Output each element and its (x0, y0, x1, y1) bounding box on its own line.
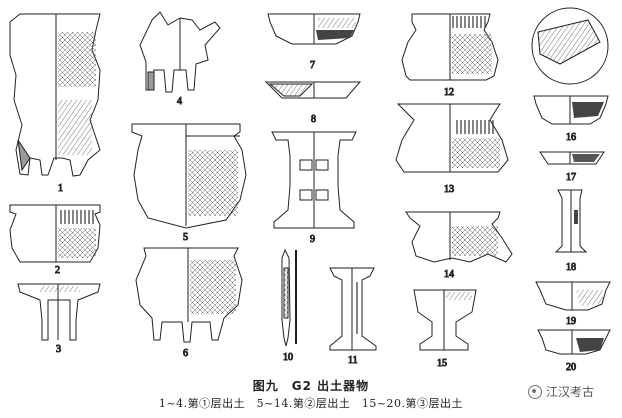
artifact-number-16: 16 (566, 132, 576, 143)
artifact-number-20: 20 (566, 362, 576, 373)
artifact-16-drawing (533, 95, 609, 125)
artifact-number-2: 2 (55, 265, 60, 276)
source-watermark: 江汉考古 (527, 383, 594, 400)
artifact-plate: 1 2 3 4 5 (9, 7, 611, 374)
artifact-20-drawing (537, 329, 611, 355)
artifact-14-drawing (405, 211, 513, 263)
artifact-15-drawing (413, 289, 477, 351)
artifact-3-drawing (17, 283, 101, 341)
artifact-number-6: 6 (183, 348, 188, 359)
artifact-number-19: 19 (566, 316, 576, 327)
artifact-number-13: 13 (444, 184, 454, 195)
artifact-1-drawing (9, 13, 101, 177)
figure-subtitle: 1~4.第①层出土 5~14.第②层出土 15~20.第③层出土 (158, 397, 464, 410)
artifact-number-18: 18 (566, 262, 576, 273)
artifact-7-drawing (267, 13, 361, 45)
artifact-number-3: 3 (56, 344, 61, 355)
artifact-8-drawing (264, 81, 362, 99)
artifact-number-10: 10 (283, 352, 293, 363)
artifact-12-drawing (401, 13, 499, 81)
wechat-icon (527, 384, 542, 399)
artifact-2-drawing (9, 204, 101, 263)
artifact-17-drawing (539, 151, 605, 165)
artifact-number-14: 14 (444, 269, 454, 280)
artifact-6-drawing (135, 247, 243, 343)
artifact-number-9: 9 (310, 234, 315, 245)
circled-sherd-detail (531, 7, 609, 85)
artifact-number-15: 15 (437, 358, 447, 369)
artifact-number-4: 4 (177, 96, 182, 107)
artifact-4-drawing (139, 11, 221, 93)
artifact-number-7: 7 (310, 60, 315, 71)
artifact-13-drawing (395, 103, 509, 173)
artifact-number-17: 17 (566, 172, 576, 183)
artifact-number-5: 5 (183, 232, 188, 243)
artifact-9-drawing (271, 131, 357, 229)
artifact-number-12: 12 (444, 87, 454, 98)
artifact-5-drawing (131, 123, 247, 229)
figure-title: 图九 G2 出土器物 (252, 379, 370, 393)
artifact-11-drawing (329, 267, 377, 351)
artifact-10-drawing (281, 248, 297, 347)
artifact-number-1: 1 (58, 183, 63, 194)
watermark-text: 江汉考古 (545, 385, 594, 399)
artifact-18-drawing (554, 189, 588, 253)
figure-caption: 图九 G2 出土器物 1~4.第①层出土 5~14.第②层出土 15~20.第③… (0, 378, 622, 412)
artifact-19-drawing (535, 281, 611, 311)
artifact-number-11: 11 (348, 355, 358, 366)
artifact-number-8: 8 (311, 114, 316, 125)
